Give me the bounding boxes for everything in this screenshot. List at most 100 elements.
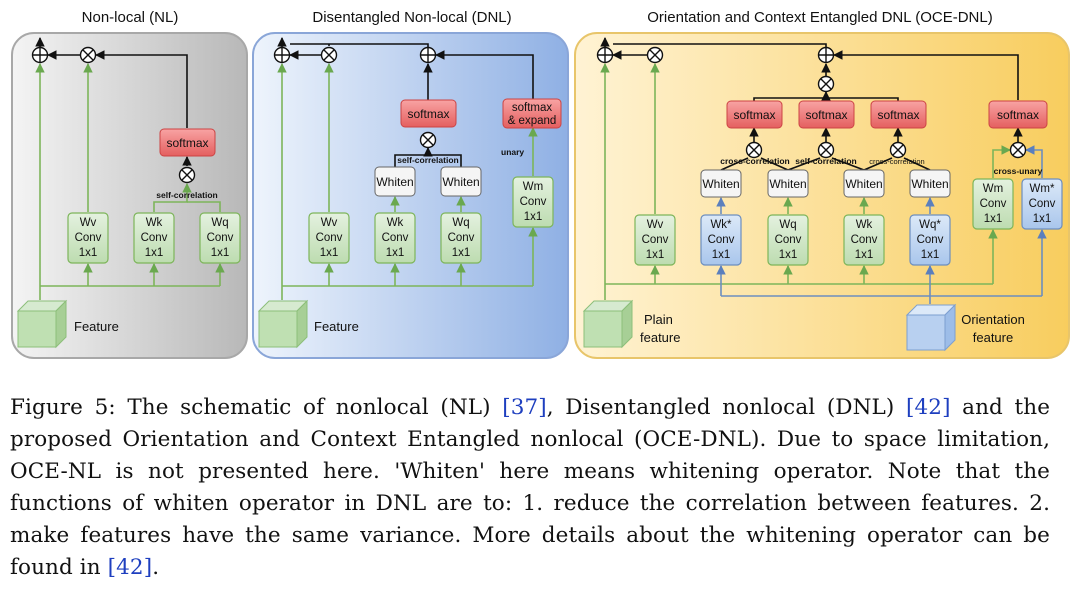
- dnl-black-connections: [277, 37, 534, 167]
- dnl-conv-wq: Wq Conv 1x1: [440, 212, 482, 264]
- dnl-unary-label: unary: [501, 147, 524, 157]
- svg-text:1x1: 1x1: [524, 211, 543, 223]
- svg-text:Wq*: Wq*: [919, 219, 941, 231]
- svg-text:Wk*: Wk*: [710, 219, 732, 231]
- nl-conv-wv: Wv Conv 1x1: [67, 212, 109, 264]
- figure-diagram: Non-local (NL): [11, 9, 1070, 359]
- oce-multiply-node-c: [889, 141, 907, 159]
- dnl-feature-label: Feature: [314, 319, 359, 334]
- nl-softmax-box: softmax: [159, 128, 216, 157]
- svg-text:Wk: Wk: [387, 217, 404, 229]
- oce-softmax-box-3: softmax: [870, 100, 927, 129]
- oce-multiply-node-d: [1009, 141, 1027, 159]
- oce-softmax-box-1: softmax: [726, 100, 783, 129]
- oce-title: Orientation and Context Entangled DNL (O…: [647, 9, 992, 26]
- oce-conv-wk-star: Wk* Conv 1x1: [700, 214, 742, 266]
- svg-text:Conv: Conv: [917, 234, 944, 246]
- caption-text-3: and the proposed Orientation and Context…: [10, 395, 1051, 580]
- oce-conv-wm: Wm Conv 1x1: [972, 178, 1014, 230]
- nl-feature-label: Feature: [74, 319, 119, 334]
- citation-link-37[interactable]: [37]: [502, 395, 547, 420]
- citation-link-42[interactable]: [42]: [906, 395, 951, 420]
- oce-sum-node: [596, 46, 614, 64]
- svg-text:Wv: Wv: [647, 219, 664, 231]
- svg-text:1x1: 1x1: [386, 247, 405, 259]
- svg-text:softmax: softmax: [512, 102, 553, 114]
- dnl-title: Disentangled Non-local (DNL): [312, 9, 511, 26]
- dnl-conv-wm: Wm Conv 1x1: [512, 176, 554, 228]
- svg-text:Wk: Wk: [856, 219, 873, 231]
- caption-text-1: Figure 5: The schematic of nonlocal (NL): [10, 395, 503, 420]
- oce-cross-unary-label: cross-unary: [994, 166, 1043, 176]
- svg-text:Wm*: Wm*: [1030, 183, 1055, 195]
- svg-text:Whiten: Whiten: [911, 177, 948, 191]
- oce-conv-wm-star: Wm* Conv 1x1: [1021, 178, 1063, 230]
- svg-text:Conv: Conv: [141, 232, 168, 244]
- svg-text:Whiten: Whiten: [376, 175, 413, 189]
- svg-text:Conv: Conv: [448, 232, 475, 244]
- svg-text:Conv: Conv: [775, 234, 802, 246]
- svg-text:softmax: softmax: [733, 108, 775, 122]
- caption-text-2: , Disentangled nonlocal (DNL): [546, 395, 907, 420]
- nl-multiply-node: [79, 46, 97, 64]
- svg-text:Conv: Conv: [851, 234, 878, 246]
- oce-multiply-node-a: [745, 141, 763, 159]
- svg-text:1x1: 1x1: [984, 213, 1003, 225]
- nl-background: [11, 32, 248, 359]
- svg-text:1x1: 1x1: [646, 249, 665, 261]
- svg-text:Wq: Wq: [452, 217, 469, 229]
- oce-conv-wq-star: Wq* Conv 1x1: [909, 214, 951, 266]
- svg-text:1x1: 1x1: [320, 247, 339, 259]
- dnl-multiply-node-2: [419, 131, 437, 149]
- nl-self-correlation-label: self-correlation: [156, 190, 217, 200]
- oce-multiply-node-top: [817, 75, 835, 93]
- svg-text:1x1: 1x1: [779, 249, 798, 261]
- svg-text:Whiten: Whiten: [845, 177, 882, 191]
- dnl-self-correlation-label: self-correlation: [397, 155, 458, 165]
- oce-softmax-box-4: softmax: [988, 100, 1048, 129]
- dnl-whiten-box-1: Whiten: [374, 166, 416, 197]
- svg-text:1x1: 1x1: [1033, 213, 1052, 225]
- svg-text:1x1: 1x1: [452, 247, 471, 259]
- svg-text:Conv: Conv: [1029, 198, 1056, 210]
- svg-text:Whiten: Whiten: [442, 175, 479, 189]
- svg-text:Conv: Conv: [520, 196, 547, 208]
- oce-blue-connections: [716, 145, 1047, 304]
- dnl-conv-wk: Wk Conv 1x1: [374, 212, 416, 264]
- oce-whiten-box-1: Whiten: [700, 169, 742, 198]
- svg-text:softmax: softmax: [877, 108, 919, 122]
- oce-green-connections: [600, 63, 1011, 300]
- dnl-sum-node-2: [419, 46, 437, 64]
- svg-text:& expand: & expand: [508, 115, 557, 127]
- svg-text:softmax: softmax: [166, 136, 208, 150]
- svg-text:Whiten: Whiten: [702, 177, 739, 191]
- oce-multiply-node-b: [817, 141, 835, 159]
- oce-black-connections: [600, 37, 1023, 171]
- dnl-softmax-box: softmax: [400, 99, 457, 128]
- oce-plain-feature-label-2: feature: [640, 330, 680, 345]
- dnl-softmax-expand-box: softmax & expand: [502, 98, 562, 129]
- nl-conv-wq: Wq Conv 1x1: [199, 212, 241, 264]
- oce-whiten-box-4: Whiten: [909, 169, 951, 198]
- svg-text:softmax: softmax: [805, 108, 847, 122]
- nl-conv-wk: Wk Conv 1x1: [133, 212, 175, 264]
- oce-conv-wq: Wq Conv 1x1: [767, 214, 809, 266]
- figure-caption: Figure 5: The schematic of nonlocal (NL)…: [10, 392, 1050, 584]
- dnl-whiten-box-2: Whiten: [440, 166, 482, 197]
- oce-softmax-box-2: softmax: [798, 100, 855, 129]
- dnl-green-connections: [277, 63, 538, 300]
- svg-text:Wq: Wq: [779, 219, 796, 231]
- citation-link-42-second[interactable]: [42]: [107, 555, 153, 580]
- svg-text:Wq: Wq: [211, 217, 228, 229]
- oce-orientation-feature-label-1: Orientation: [961, 312, 1025, 327]
- oce-orientation-feature-cube-icon: [905, 303, 957, 352]
- oce-panel: Orientation and Context Entangled DNL (O…: [574, 9, 1070, 359]
- nl-panel: Non-local (NL): [11, 9, 248, 359]
- nl-green-connections: [35, 63, 225, 300]
- nl-black-connections: [35, 37, 192, 166]
- oce-plain-feature-cube-icon: [582, 299, 634, 349]
- svg-text:1x1: 1x1: [145, 247, 164, 259]
- oce-cross-correlation-label-1: cross-correlation: [720, 156, 789, 166]
- nl-title: Non-local (NL): [82, 9, 179, 26]
- oce-conv-wk: Wk Conv 1x1: [843, 214, 885, 266]
